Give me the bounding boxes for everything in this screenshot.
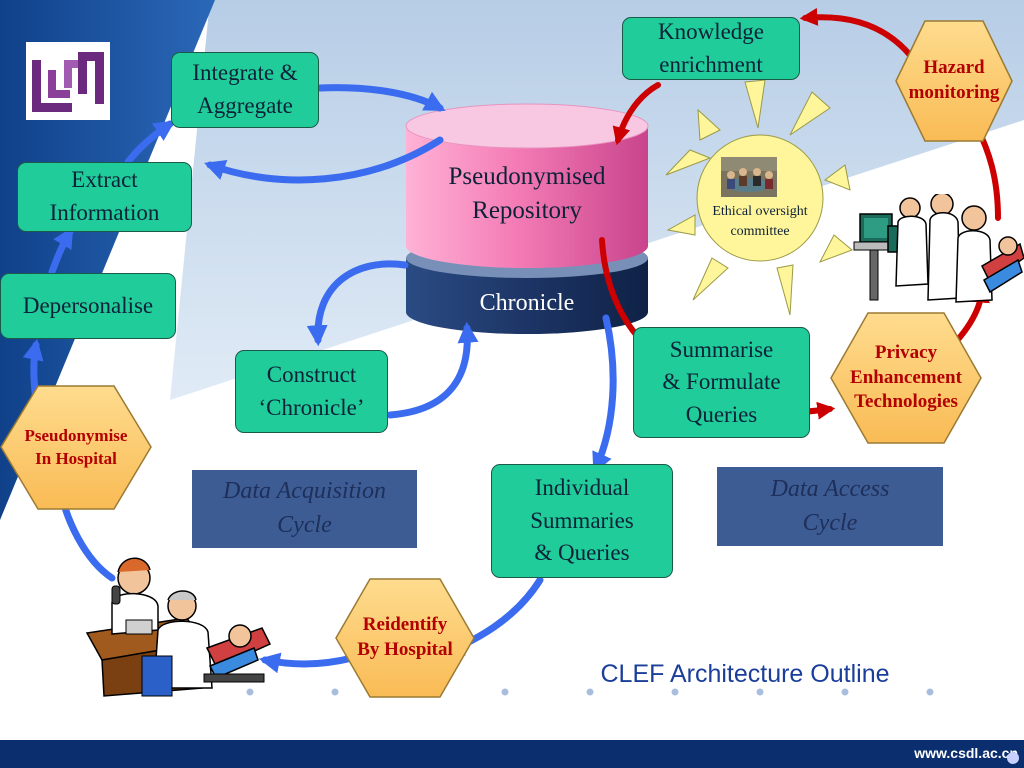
knowledge-enrichment-box: Knowledge enrichment [622, 17, 800, 80]
reidentify-label: Reidentify By Hospital [357, 614, 453, 660]
data-access-cycle-box: Data Access Cycle [717, 467, 943, 546]
ethics-committee-label: Ethical oversight committee [712, 204, 808, 239]
chronicle-label: Chronicle [479, 290, 575, 316]
extract-information-box: Extract Information [17, 162, 192, 232]
individual-summaries-box: Individual Summaries & Queries [491, 464, 673, 578]
reidentify-hospital-hexagon: Reidentify By Hospital [335, 578, 475, 698]
hazard-monitoring-hexagon: Hazard monitoring [895, 20, 1013, 142]
hazard-label: Hazard monitoring [908, 57, 1000, 103]
committee-meeting-photo-icon [721, 157, 777, 197]
construct-chronicle-box: Construct ‘Chronicle’ [235, 350, 388, 433]
depersonalise-box: Depersonalise [0, 273, 176, 339]
researchers-at-computers-clipart-icon [853, 194, 1024, 303]
summarise-formulate-box: Summarise & Formulate Queries [633, 327, 810, 438]
pseudonymise-hospital-hexagon: Pseudonymise In Hospital [0, 385, 152, 510]
privacy-label: Privacy Enhancement Technologies [850, 341, 962, 413]
data-acquisition-cycle-box: Data Acquisition Cycle [192, 470, 417, 548]
integrate-aggregate-box: Integrate & Aggregate [171, 52, 319, 128]
footer-dot-icon [1007, 752, 1019, 764]
pseudonymise-label: Pseudonymise In Hospital [24, 426, 128, 468]
repository-label: Pseudonymised Repository [448, 163, 606, 224]
doctor-patient-clipart-icon [85, 557, 272, 697]
csdl-logo-icon [26, 42, 110, 120]
privacy-technologies-hexagon: Privacy Enhancement Technologies [830, 312, 982, 444]
slide-title: CLEF Architecture Outline [600, 660, 890, 688]
footer-url[interactable]: www.csdl.ac.cn [914, 745, 1018, 761]
